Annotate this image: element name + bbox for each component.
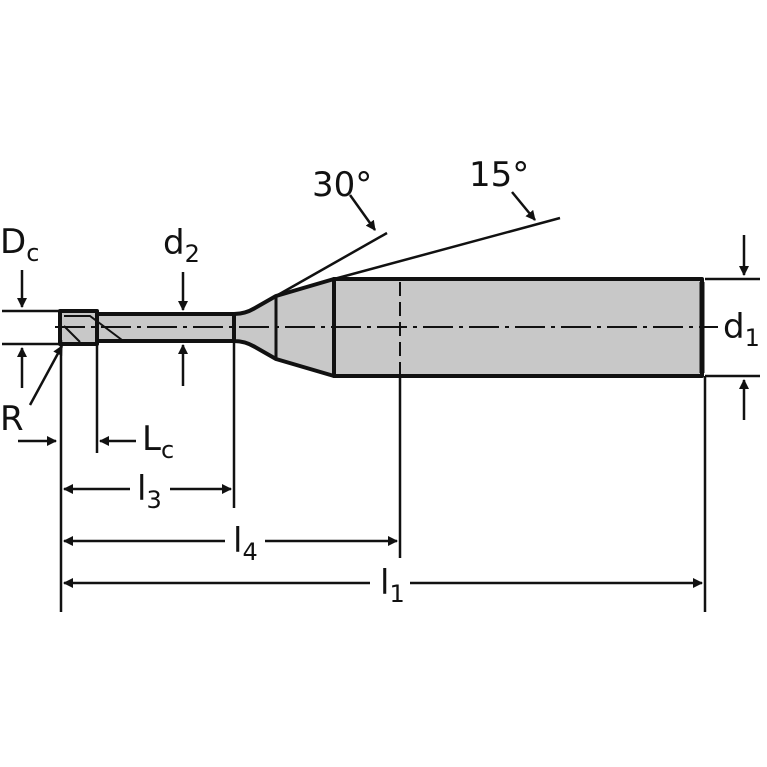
angle-30-label: 30° xyxy=(312,165,372,205)
r-label: R xyxy=(0,399,24,439)
d2-label: d2 xyxy=(163,223,200,268)
dc-label: Dc xyxy=(0,222,39,267)
angle-30-leader xyxy=(348,194,377,231)
d1-label: d1 xyxy=(723,307,760,352)
l4-label: l4 xyxy=(233,521,258,566)
tool-body xyxy=(58,277,704,378)
r-leader xyxy=(28,345,64,406)
l1-label: l1 xyxy=(380,563,405,608)
extension-lines xyxy=(2,216,760,612)
lc-label: Lc xyxy=(142,419,174,464)
angle-15-label: 15° xyxy=(469,155,529,195)
dimension-lines xyxy=(17,191,749,588)
angle-15-leader xyxy=(511,191,536,221)
labels: 30° 15° Dc d2 d1 R Lc l3 l4 l1 xyxy=(0,155,760,608)
l3-label: l3 xyxy=(137,469,162,514)
